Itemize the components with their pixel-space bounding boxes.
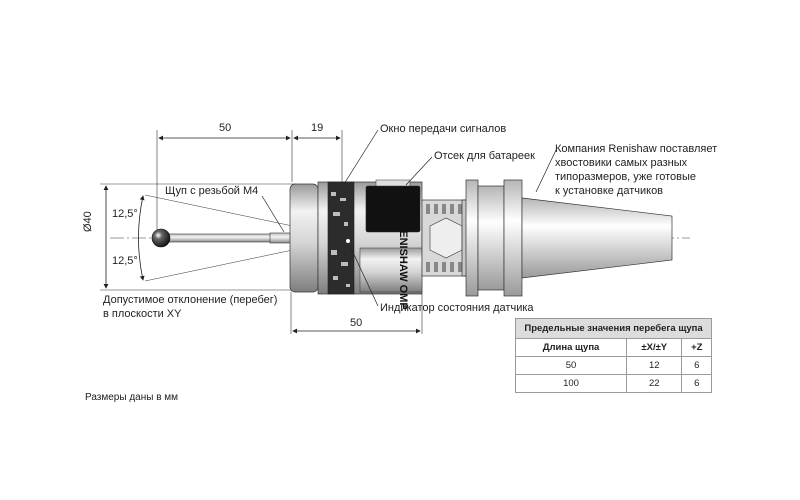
shank-note-3: типоразмеров, уже готовые xyxy=(555,171,696,183)
angle-lower-label: 12,5° xyxy=(112,255,138,267)
battery-label: Отсек для батареек xyxy=(434,150,535,162)
probe-body: RENISHAW OMP xyxy=(289,179,423,310)
tool-shank xyxy=(465,179,673,297)
status-indicator xyxy=(346,239,350,243)
overtravel-table: Предельные значения перебега щупа Длина … xyxy=(514,318,712,393)
svg-text:RENISHAW OMP: RENISHAW OMP xyxy=(397,222,409,309)
status-label: Индикатор состояния датчика xyxy=(380,302,534,314)
dim-top-left-label: 50 xyxy=(219,122,232,134)
signal-window-leader xyxy=(343,129,379,185)
top-dimension-50 xyxy=(156,130,293,235)
table-title: Предельные значения перебега щупа xyxy=(515,318,712,339)
table-cell: 100 xyxy=(514,374,628,393)
diameter-label: Ø40 xyxy=(82,211,94,232)
diameter-dimension xyxy=(100,183,296,291)
angle-upper-label: 12,5° xyxy=(112,208,138,220)
table-cell: 6 xyxy=(681,356,712,375)
table-cell: 12 xyxy=(626,356,683,375)
battery-leader xyxy=(405,156,433,186)
units-note: Размеры даны в мм xyxy=(85,392,179,403)
dim-bottom-label: 50 xyxy=(350,317,363,329)
stylus-leader xyxy=(261,195,285,233)
stylus-label: Щуп с резьбой M4 xyxy=(165,185,259,197)
table-header: +Z xyxy=(681,338,712,357)
overtravel-label-2: в плоскости XY xyxy=(103,308,182,320)
shank-leader xyxy=(535,149,557,193)
table-row: 100 22 6 xyxy=(514,374,712,393)
top-dimension-19 xyxy=(293,130,343,182)
table-row: 50 12 6 xyxy=(514,356,712,375)
overtravel-label-1: Допустимое отклонение (перебег) xyxy=(103,294,278,306)
bottom-dimension-50 xyxy=(290,292,423,334)
table-cell: 50 xyxy=(514,356,628,375)
status-leader xyxy=(349,245,379,307)
shank-note-4: к установке датчиков xyxy=(555,185,664,197)
signal-window-label: Окно передачи сигналов xyxy=(380,123,507,135)
battery-compartment xyxy=(365,185,421,233)
stylus-ball xyxy=(151,228,171,248)
table-header: ±X/±Y xyxy=(626,338,683,357)
shank-note-1: Компания Renishaw поставляет xyxy=(555,143,718,155)
shank-note-2: хвостовики самых разных xyxy=(555,157,688,169)
table-cell: 22 xyxy=(626,374,683,393)
table-header: Длина щупа xyxy=(514,338,628,357)
stylus xyxy=(151,228,293,248)
probe-marking: RENISHAW OMP xyxy=(397,222,409,309)
table-cell: 6 xyxy=(681,374,712,393)
dim-top-right-label: 19 xyxy=(311,122,324,134)
